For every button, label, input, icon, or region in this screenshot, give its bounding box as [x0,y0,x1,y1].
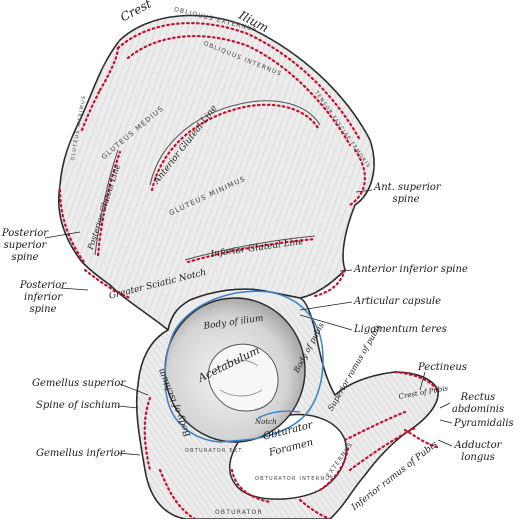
anterior-gluteal-line-curve [149,100,321,186]
rectus-abdominis-label-1: Rectus [460,392,496,403]
inferior-gluteal-line-curve [184,235,316,261]
spine-of-ischium-label: Spine of ischium [36,400,121,411]
adductor-longus-label-1: Adductor [454,440,502,451]
posterior-inferior-spine-label-3: spine [29,304,57,315]
adductor-longus-label-2: longus [461,452,495,463]
posterior-superior-spine-label-2: superior [3,240,47,251]
ant-superior-spine-label-2: spine [392,194,420,205]
anterior-inferior-spine-label: Anterior inferior spine [354,264,468,275]
ligamentum-teres-label: Ligamentum teres [354,324,447,335]
ant-superior-spine-label-1: Ant. superior [374,182,441,193]
ligamentum-teres-line [257,410,301,419]
obturator-ext-text: OBTURATOR EXT. [185,448,245,454]
pyramidalis-label: Pyramidalis [454,418,514,429]
notch-text: Notch [255,418,277,426]
acetabular-fossa [207,343,279,412]
capsule-lower-line [164,329,246,443]
pectineus-label: Pectineus [418,362,467,373]
leader-lines [44,189,453,456]
posterior-superior-spine-label-1: Posterior [1,228,49,239]
obturator-bottom-text: OBTURATOR [215,509,263,516]
articular-capsule-label: Articular capsule [354,296,442,307]
posterior-gluteal-line-curve [94,149,119,256]
gemellus-superior-label: Gemellus superior [32,378,126,389]
obturator-internus-text: OBTURATOR INTERNUS [255,476,335,482]
posterior-inferior-spine-label-2: inferior [23,292,63,303]
posterior-superior-spine-label-3: spine [11,252,39,263]
muscle-attachment-lines [58,22,442,519]
rectus-abdominis-label-2: abdominis [451,404,505,415]
posterior-inferior-spine-label-1: Posterior [19,280,67,291]
articular-capsule-line [174,290,324,441]
gemellus-inferior-label: Gemellus inferior [36,448,125,459]
